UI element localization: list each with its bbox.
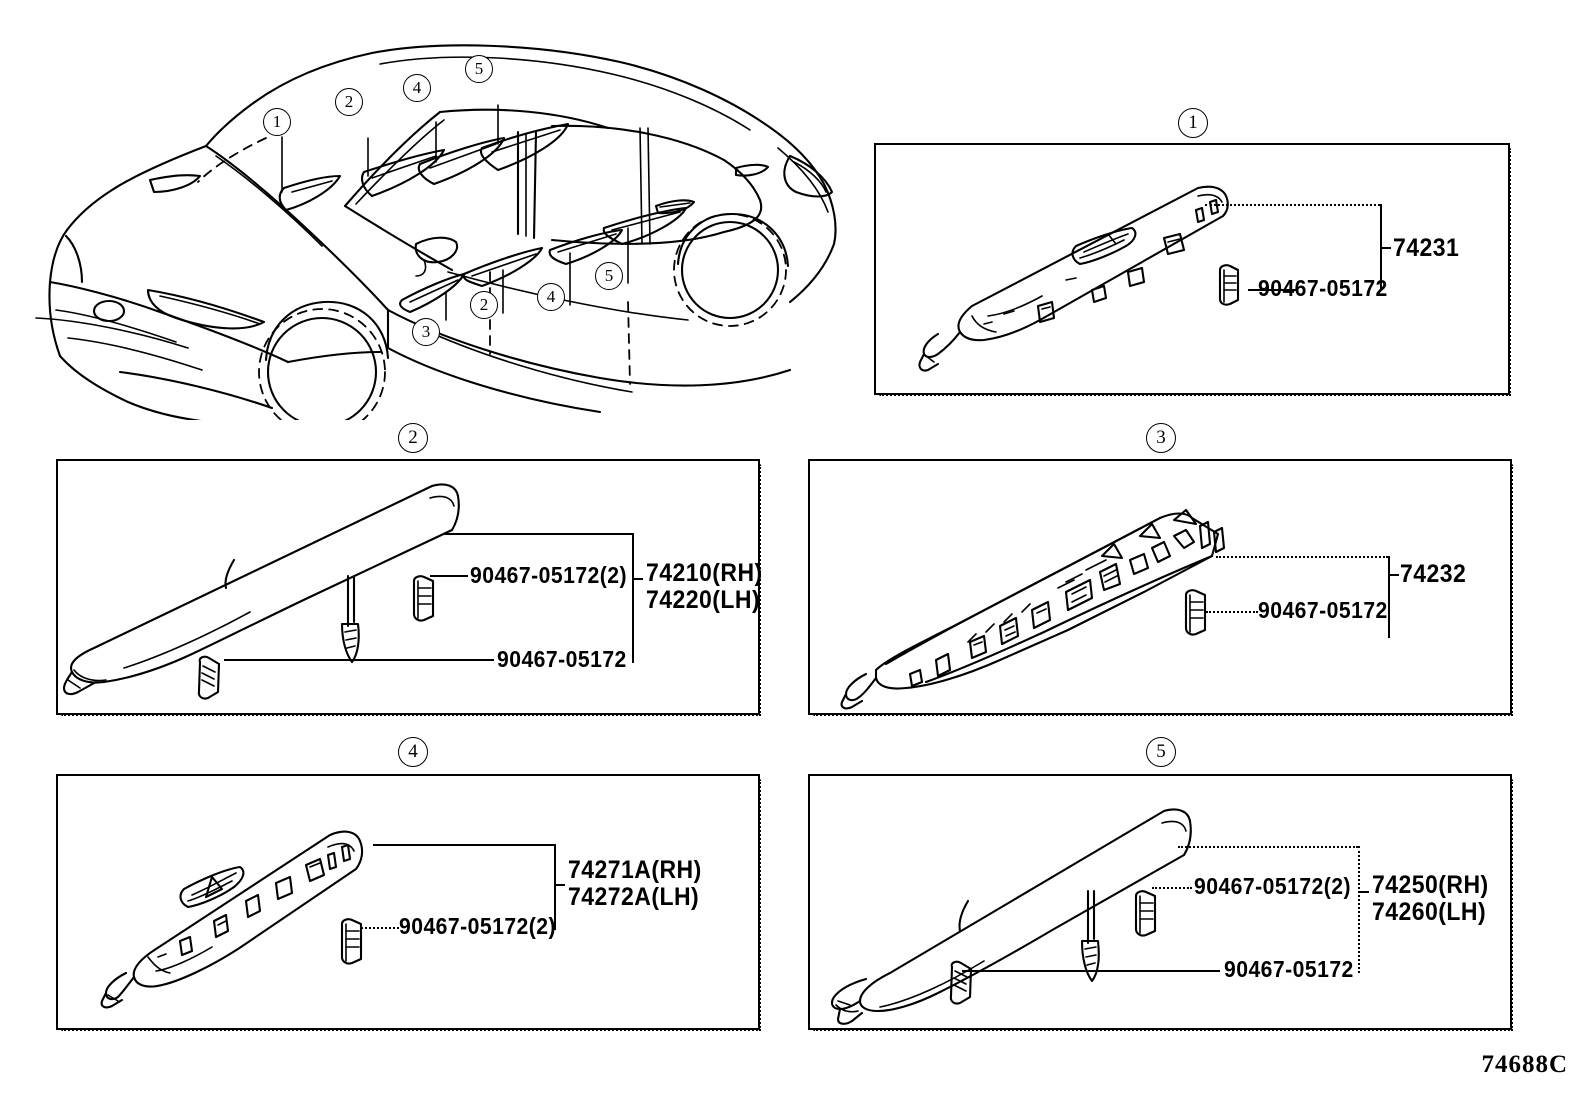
panel-2-callout: 2 xyxy=(398,423,428,453)
panel-2-clip1-number: 90467-05172(2) xyxy=(470,562,628,588)
panel-4-bracket-tick xyxy=(554,884,565,886)
panel-1-box xyxy=(874,143,1511,396)
panel-4-clip-leader xyxy=(361,927,399,929)
panel-3-clip-leader xyxy=(1206,611,1258,613)
panel-3-bracket-top xyxy=(1216,556,1388,558)
vehicle-callout-2-lower: 2 xyxy=(470,291,498,319)
panel-1-callout: 1 xyxy=(1178,108,1208,138)
panel-1-part-number: 74231 xyxy=(1393,234,1460,262)
panel-5-part-lh: 74260(LH) xyxy=(1372,898,1487,926)
panel-5-artwork xyxy=(814,779,1506,1025)
vehicle-callout-5-upper: 5 xyxy=(465,55,493,83)
panel-4-clip-number: 90467-05172(2) xyxy=(399,913,557,939)
panel-4-part-lh: 74272A(LH) xyxy=(568,883,700,911)
panel-4-bracket-top xyxy=(373,844,556,846)
panel-1-clip-leader xyxy=(1248,289,1298,291)
panel-5-clip1-leader xyxy=(1152,887,1192,889)
panel-5-clip2-leader xyxy=(962,970,1220,972)
panel-3-callout: 3 xyxy=(1146,423,1176,453)
vehicle-callout-2-upper: 2 xyxy=(335,88,363,116)
panel-5-bracket-tick xyxy=(1358,891,1369,893)
vehicle-illustration xyxy=(20,20,860,420)
panel-2-bracket-top xyxy=(444,533,634,535)
panel-3-part-number: 74232 xyxy=(1400,560,1467,588)
panel-2-bracket-tick xyxy=(632,578,643,580)
panel-1-clip-number: 90467-05172 xyxy=(1258,275,1388,301)
panel-2-part-lh: 74220(LH) xyxy=(646,586,761,614)
panel-5-clip2-number: 90467-05172 xyxy=(1224,956,1354,982)
panel-2-clip1-leader xyxy=(430,575,468,577)
panel-5-callout: 5 xyxy=(1146,737,1176,767)
panel-4-artwork xyxy=(62,779,754,1025)
panel-2-clip2-leader xyxy=(224,659,494,661)
panel-3-bracket-tick xyxy=(1388,574,1399,576)
panel-5-part-rh: 74250(RH) xyxy=(1372,871,1489,899)
vehicle-callout-4-upper: 4 xyxy=(403,74,431,102)
panel-4-box xyxy=(56,774,761,1031)
panel-3-bracket-vertical xyxy=(1388,556,1390,638)
panel-2-part-numbers: 74210(RH) 74220(LH) xyxy=(646,560,763,614)
panel-5-clip1-number: 90467-05172(2) xyxy=(1194,873,1352,899)
panel-4-part-numbers: 74271A(RH) 74272A(LH) xyxy=(568,857,702,911)
panel-5-bracket-vertical xyxy=(1358,846,1360,973)
diagram-id-label: 74688C xyxy=(1481,1051,1568,1078)
panel-2-part-rh: 74210(RH) xyxy=(646,559,763,587)
panel-5-part-numbers: 74250(RH) 74260(LH) xyxy=(1372,872,1489,926)
panel-4-part-rh: 74271A(RH) xyxy=(568,856,702,884)
panel-1-bracket-top xyxy=(1205,204,1380,206)
panel-5-bracket-top xyxy=(1178,846,1358,848)
vehicle-callout-3: 3 xyxy=(412,318,440,346)
vehicle-callout-1: 1 xyxy=(263,108,291,136)
panel-2-clip2-number: 90467-05172 xyxy=(497,646,627,672)
panel-4-bracket-vertical xyxy=(554,844,556,930)
panel-1-artwork xyxy=(880,148,1504,390)
panel-2-artwork xyxy=(62,464,754,710)
panel-4-callout: 4 xyxy=(398,737,428,767)
panel-3-artwork xyxy=(814,464,1506,710)
vehicle-callout-4-lower: 4 xyxy=(537,283,565,311)
panel-2-bracket-vertical xyxy=(632,533,634,663)
panel-3-clip-number: 90467-05172 xyxy=(1258,597,1388,623)
vehicle-callout-5-lower: 5 xyxy=(595,262,623,290)
panel-1-bracket-tick xyxy=(1380,247,1391,249)
